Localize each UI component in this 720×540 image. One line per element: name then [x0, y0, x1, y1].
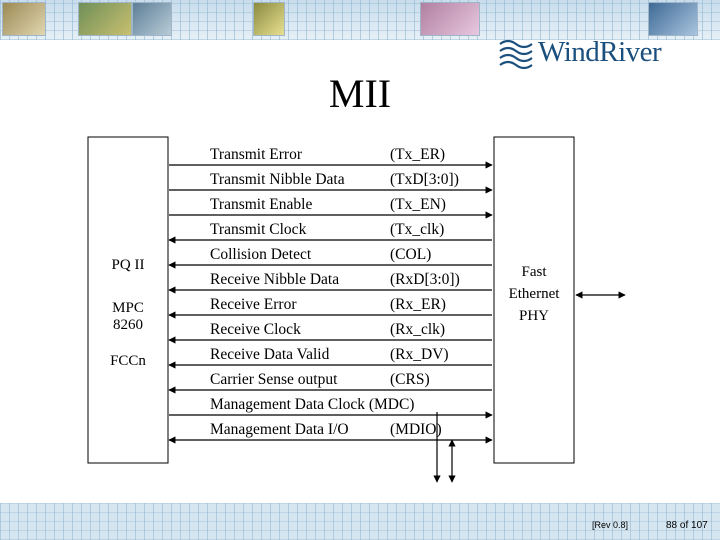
- signal-abbreviation: (Tx_EN): [390, 196, 446, 213]
- signal-name: Receive Nibble Data: [210, 271, 340, 288]
- signal-name: Management Data Clock (MDC): [210, 396, 415, 413]
- phy-block: [493, 136, 575, 464]
- signal-abbreviation: (MDIO): [390, 421, 442, 438]
- signal-abbreviation: (Rx_DV): [390, 346, 449, 363]
- mpc-label: MPC: [112, 300, 144, 316]
- revision-label: [Rev 0.8]: [592, 520, 629, 530]
- page-number: 88 of 107: [666, 520, 708, 531]
- signal-abbreviation: (COL): [390, 246, 432, 263]
- signal-name: Receive Data Valid: [210, 346, 330, 363]
- signal-name: Collision Detect: [210, 246, 312, 263]
- signal-abbreviation: (Rx_clk): [390, 321, 446, 338]
- signal-abbreviation: (TxD[3:0]): [390, 171, 459, 188]
- fccn-label: FCCn: [110, 353, 146, 369]
- signal-name: Carrier Sense output: [210, 371, 338, 388]
- signal-abbreviation: (Tx_ER): [390, 146, 446, 163]
- signal-name: Transmit Enable: [210, 196, 313, 213]
- signal-name: Management Data I/O: [210, 421, 349, 438]
- windriver-logo-icon: [499, 39, 533, 70]
- thumbnail-image-2: [78, 2, 132, 36]
- bottom-decorative-band: [0, 503, 720, 540]
- thumbnail-image-4: [253, 2, 285, 36]
- signal-name: Receive Clock: [210, 321, 301, 338]
- slide-title: MII: [328, 71, 392, 116]
- signal-name: Transmit Clock: [210, 221, 307, 238]
- signal-abbreviation: (Tx_clk): [390, 221, 445, 238]
- logo-text: WindRiver: [538, 36, 662, 68]
- phy-label-line2: Ethernet: [508, 286, 560, 302]
- signal-name: Transmit Error: [210, 146, 302, 163]
- pq2-label: PQ II: [111, 257, 145, 273]
- signal-abbreviation: (RxD[3:0]): [390, 271, 460, 288]
- thumbnail-image-6: [648, 2, 698, 36]
- signal-abbreviation: (CRS): [390, 371, 430, 388]
- phy-label-line1: Fast: [521, 264, 547, 280]
- signal-name: Receive Error: [210, 296, 297, 313]
- mpc-number-label: 8260: [113, 317, 143, 333]
- thumbnail-image-1: [2, 2, 46, 36]
- top-decorative-band: [0, 0, 720, 40]
- pq2-block: [87, 136, 169, 464]
- thumbnail-image-5: [420, 2, 480, 36]
- signal-name: Transmit Nibble Data: [210, 171, 345, 188]
- phy-label-line3: PHY: [518, 308, 549, 324]
- thumbnail-image-3: [132, 2, 172, 36]
- signal-abbreviation: (Rx_ER): [390, 296, 446, 313]
